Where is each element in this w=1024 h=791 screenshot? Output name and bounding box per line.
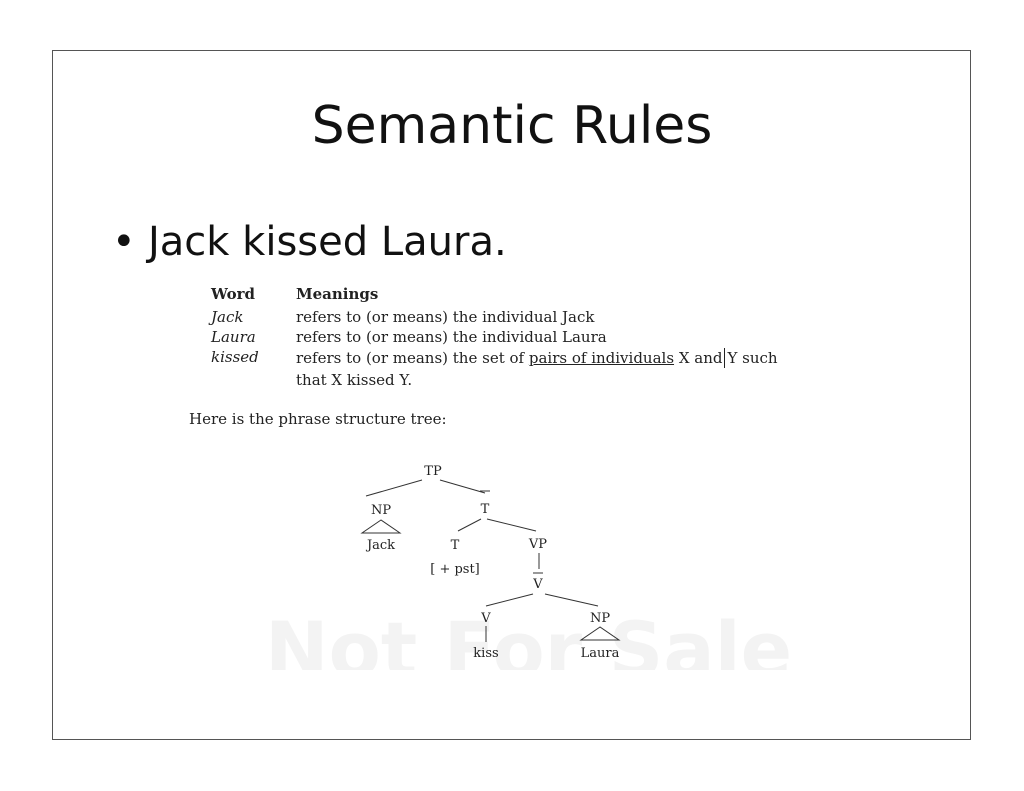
slide-title: Semantic Rules: [311, 96, 713, 156]
leaf-kiss: kiss: [473, 646, 498, 661]
bullet-icon: •: [112, 219, 136, 265]
node-tp: TP: [424, 464, 442, 479]
node-v: V: [480, 611, 491, 626]
meaning-underlined: pairs of individuals: [528, 349, 675, 367]
intro-text: Here is the phrase structure tree:: [189, 410, 447, 428]
node-np: NP: [371, 503, 391, 518]
bullet-item: • Jack kissed Laura.: [112, 222, 507, 262]
header-meanings: Meanings: [296, 285, 379, 303]
branch-line: [544, 593, 599, 607]
branch-line: [439, 479, 486, 494]
meaning-text: Y such: [727, 349, 778, 367]
table-meaning: refers to (or means) the individual Laur…: [296, 328, 607, 346]
branch-line: [486, 518, 537, 532]
table-word: Laura: [211, 328, 256, 346]
meaning-text: X and: [678, 349, 723, 367]
meaning-text: refers to (or means) the set of: [296, 349, 525, 367]
slide-frame: [52, 50, 971, 740]
table-word: kissed: [211, 348, 259, 366]
leaf-jack: Jack: [365, 538, 395, 553]
branch-line: [485, 593, 534, 607]
table-word: Jack: [211, 308, 244, 326]
branch-line: [365, 479, 423, 497]
branch-line: [457, 518, 482, 532]
np-triangle: [360, 519, 402, 534]
node-t-bar: T: [481, 502, 490, 517]
header-word: Word: [211, 285, 256, 303]
node-vp: VP: [528, 537, 547, 552]
table-meaning: that X kissed Y.: [296, 371, 413, 389]
np-triangle: [579, 626, 621, 641]
node-t: T: [451, 538, 460, 553]
bullet-text: Jack kissed Laura.: [148, 219, 507, 265]
node-v-bar: V: [532, 577, 543, 592]
text-cursor: [724, 348, 726, 368]
table-meaning: refers to (or means) the set of pairs of…: [296, 348, 778, 368]
feature-pst: [ + pst]: [430, 562, 480, 577]
leaf-laura: Laura: [581, 646, 620, 661]
table-meaning: refers to (or means) the individual Jack: [296, 308, 595, 326]
node-np: NP: [590, 611, 610, 626]
